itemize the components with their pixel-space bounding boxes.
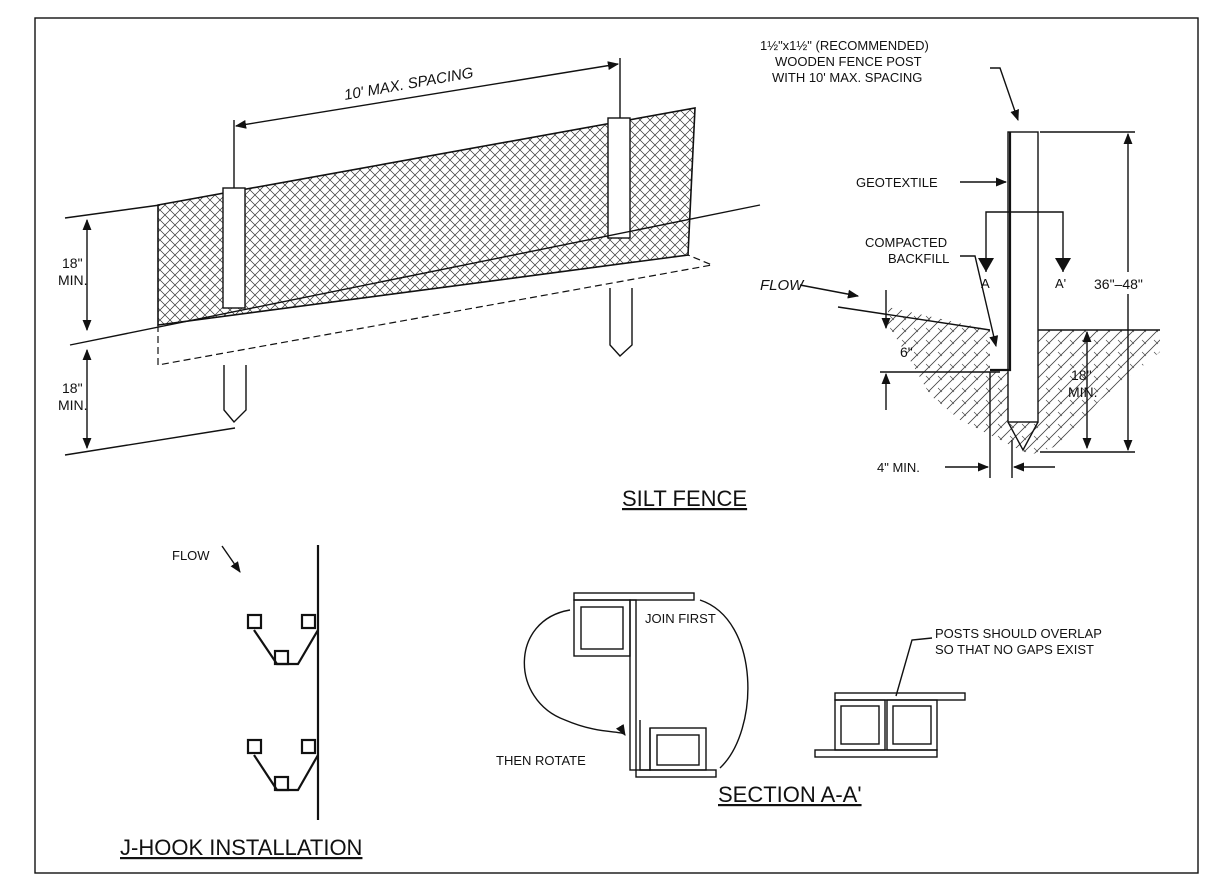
overlap-post-2-inner bbox=[892, 705, 932, 745]
post-note-line2: WOODEN FENCE POST bbox=[775, 54, 922, 69]
join-first-label: JOIN FIRST bbox=[645, 611, 716, 626]
post-tip bbox=[1007, 421, 1039, 452]
j-hook-lower bbox=[253, 754, 319, 792]
section-a-a-title: SECTION A-A' bbox=[718, 782, 862, 807]
j-hook-flow-label: FLOW bbox=[172, 548, 210, 563]
fence-post-right bbox=[607, 117, 631, 239]
post-square bbox=[246, 613, 263, 630]
post-note-leader bbox=[990, 67, 1019, 122]
overlap-leader bbox=[895, 637, 933, 697]
dim-top-ext bbox=[64, 204, 161, 219]
post-square bbox=[246, 738, 263, 755]
total-height-mask bbox=[1092, 272, 1164, 294]
trench-width-label: 4" MIN. bbox=[877, 460, 920, 475]
rotate-arrow-right bbox=[699, 599, 749, 769]
dim-bottom-ext bbox=[64, 427, 236, 456]
rotate-arrow-left bbox=[523, 609, 626, 736]
flow-label: FLOW bbox=[760, 277, 805, 294]
post-box-rotate bbox=[649, 727, 707, 771]
overlap-fabric-top bbox=[834, 692, 966, 701]
silt-fence-perspective: 10' MAX. SPACING 18" MIN. 18" MIN. bbox=[58, 58, 761, 456]
ground-line bbox=[69, 204, 761, 346]
wooden-post bbox=[1007, 131, 1039, 423]
j-hook-installation: FLOW bbox=[172, 545, 320, 820]
fabric-strip-top bbox=[573, 592, 695, 601]
geotextile-label: GEOTEXTILE bbox=[856, 175, 938, 190]
backfill-label-2: BACKFILL bbox=[888, 251, 949, 266]
height-label-1: 18" bbox=[62, 255, 83, 271]
rotated-post-edge bbox=[639, 720, 651, 771]
post-square bbox=[300, 738, 317, 755]
j-hook-flow-arrow bbox=[221, 545, 241, 573]
trench-depth-label: 6" bbox=[900, 344, 913, 360]
cut-arrow-a bbox=[978, 258, 994, 272]
overlap-fabric-bottom bbox=[814, 749, 938, 758]
post-box-join bbox=[573, 599, 631, 657]
post-box-join-inner bbox=[580, 606, 624, 650]
section-cut-line bbox=[985, 211, 1064, 272]
depth-label-2: MIN. bbox=[58, 397, 88, 413]
cut-label-a-prime: A' bbox=[1055, 276, 1066, 291]
post-square bbox=[273, 775, 290, 792]
flow-arrow bbox=[799, 284, 860, 299]
post-square bbox=[300, 613, 317, 630]
buried-post-right bbox=[609, 288, 633, 357]
buried-post-left bbox=[223, 365, 247, 424]
overlap-note-2: SO THAT NO GAPS EXIST bbox=[935, 642, 1094, 657]
fabric-strip-vertical bbox=[629, 599, 637, 771]
backfill-label-1: COMPACTED bbox=[865, 235, 947, 250]
j-hook-upper bbox=[253, 629, 319, 666]
silt-fence-title: SILT FENCE bbox=[622, 486, 747, 511]
overlap-note-1: POSTS SHOULD OVERLAP bbox=[935, 626, 1102, 641]
fabric-strip-bottom bbox=[635, 769, 717, 778]
height-label-2: MIN. bbox=[58, 272, 88, 288]
overlap-post-1-inner bbox=[840, 705, 880, 745]
embed-depth-label-1: 18" bbox=[1071, 367, 1092, 383]
buried-fabric bbox=[157, 254, 715, 366]
cut-label-a: A bbox=[981, 276, 990, 291]
post-note-line3: WITH 10' MAX. SPACING bbox=[772, 70, 922, 85]
embed-depth-label-2: MIN. bbox=[1068, 384, 1098, 400]
sheet-border bbox=[34, 17, 1199, 874]
fence-section-view: 1½"x1½" (RECOMMENDED) WOODEN FENCE POST … bbox=[760, 38, 1164, 478]
post-box-rotate-inner bbox=[656, 734, 700, 766]
cut-arrow-a-prime bbox=[1055, 258, 1071, 272]
post-note-line1: 1½"x1½" (RECOMMENDED) bbox=[760, 38, 929, 53]
total-height-label: 36"–48" bbox=[1094, 276, 1143, 292]
overlap-post-2 bbox=[886, 699, 938, 751]
fence-post-left bbox=[222, 187, 246, 309]
post-square bbox=[273, 649, 290, 666]
j-hook-title: J-HOOK INSTALLATION bbox=[120, 835, 362, 860]
section-a-a-detail: JOIN FIRST THEN ROTATE POSTS SHOULD OVER… bbox=[496, 592, 1102, 778]
then-rotate-label: THEN ROTATE bbox=[496, 753, 586, 768]
depth-label-1: 18" bbox=[62, 380, 83, 396]
spacing-dimension bbox=[234, 61, 620, 129]
backfill-leader bbox=[960, 255, 999, 348]
overlap-post-1 bbox=[834, 699, 886, 751]
upslope-ground bbox=[837, 306, 991, 331]
